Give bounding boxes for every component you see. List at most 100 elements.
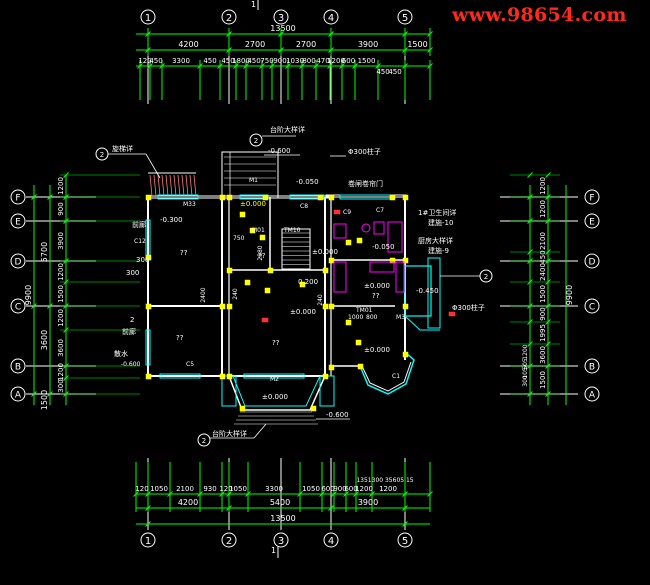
grid-bubble-5	[397, 9, 413, 25]
structural-column	[226, 373, 233, 380]
grid-bubble-C	[584, 298, 600, 314]
bath-detail-label: 1#卫生间详	[418, 208, 456, 217]
dim-bottom-row1: 1200	[355, 485, 373, 493]
dimension-tick	[339, 63, 345, 69]
dimension-tick	[352, 63, 358, 69]
dimension-tick	[167, 491, 173, 497]
dim-right-small: 505	[522, 358, 529, 370]
toilet	[361, 223, 371, 233]
dim-label: 750	[233, 235, 245, 242]
dimension-tick	[527, 218, 533, 224]
dim-top-row1: 1500	[407, 40, 427, 49]
dimension-tick	[63, 172, 69, 178]
grid-axis-label: A	[15, 391, 22, 401]
structural-column	[264, 287, 271, 294]
grid-axis-label: F	[15, 194, 20, 204]
dim-top-row2: 470	[316, 57, 329, 65]
dimension-tick	[375, 63, 381, 69]
room-hall-label: 前廊	[132, 220, 146, 229]
grid-bubble-F	[10, 189, 26, 205]
spiral-tread	[161, 174, 165, 197]
structural-column	[402, 257, 409, 264]
dimension-tick	[197, 491, 203, 497]
dimension-tick	[63, 327, 69, 333]
dim-right-row: 2400	[539, 263, 547, 281]
grid-bubble-3	[273, 9, 289, 25]
spiral-tread	[157, 174, 161, 197]
structural-column	[145, 373, 152, 380]
dim-bottom-row2: 5400	[270, 498, 290, 507]
dimension-tick	[402, 505, 408, 511]
grid-bubble-1	[140, 9, 156, 25]
dimension-tick	[63, 258, 69, 264]
spiral-tread	[185, 174, 189, 197]
bath-tub	[333, 223, 347, 239]
section-mark-bottom: 1	[271, 546, 276, 555]
grid-axis-label: E	[15, 218, 21, 228]
dimension-tick	[402, 491, 408, 497]
red-mark	[261, 317, 269, 323]
structural-column	[355, 339, 362, 346]
dim-top-total: 13500	[270, 24, 295, 33]
dimension-tick	[527, 391, 533, 397]
detail-bubble	[197, 433, 211, 447]
right-bay-bottom	[404, 315, 440, 331]
dimension-tick	[137, 63, 143, 69]
bay-window-right	[359, 351, 415, 395]
structural-column	[310, 405, 317, 412]
dimension-tick	[63, 303, 69, 309]
garage-door-label: 卷闸卷帘门	[348, 179, 383, 188]
leader	[145, 153, 161, 179]
dimension-tick	[47, 391, 53, 397]
dim-top-row2: 3300	[172, 57, 190, 65]
dimension-tick	[527, 258, 533, 264]
dim-left-row2: 1200	[57, 263, 65, 281]
dimension-tick	[47, 303, 53, 309]
dim-label: 1000	[348, 314, 363, 321]
dim-top-row2: 450	[221, 57, 234, 65]
porch-label: 前廊	[122, 327, 136, 336]
dim-bottom-row2: 4200	[178, 498, 198, 507]
dimension-tick	[527, 172, 533, 178]
structural-column	[239, 211, 246, 218]
dim-left-row1: 3600	[40, 330, 49, 350]
section-mark-top: 1	[251, 0, 256, 9]
dim-label: 300	[126, 269, 139, 277]
grid-bubble-C	[10, 298, 26, 314]
bath-counter	[387, 221, 403, 253]
dimension-tick	[219, 491, 225, 497]
window	[243, 373, 305, 379]
dim-left-row2: 3900	[57, 232, 65, 250]
level-mark: -0.600	[121, 361, 141, 368]
dim-bottom-row1: 600	[321, 485, 334, 493]
structural-column	[219, 303, 226, 310]
dim-right-small: 300	[522, 375, 529, 387]
dimension-tick	[47, 194, 53, 200]
dimension-tick	[259, 63, 265, 69]
dim-top-row2: 450	[247, 57, 260, 65]
structural-column	[145, 254, 152, 261]
door-tag: M3	[396, 314, 405, 321]
dimension-tick	[145, 31, 151, 37]
dimension-tick	[402, 47, 408, 53]
grid-axis-label: 3	[278, 536, 284, 547]
dimension-tick	[427, 47, 433, 53]
dim-top-row2: 750	[260, 57, 273, 65]
structural-column	[328, 364, 335, 371]
grid-bubble-4	[323, 9, 339, 25]
dimension-tick	[545, 363, 551, 369]
kitchen-counter	[333, 261, 347, 293]
structural-column	[328, 257, 335, 264]
spiral-tread	[189, 174, 193, 197]
spiral-tread	[173, 174, 177, 197]
front-porch-inner	[232, 375, 321, 407]
level-mark: 0.200	[298, 278, 318, 286]
structural-column	[244, 279, 251, 286]
dim-top-row2: 900	[273, 57, 286, 65]
dim-right-row: 450	[539, 250, 547, 263]
dimension-tick	[133, 491, 139, 497]
grid-axis-label: C	[589, 303, 595, 313]
structural-column	[219, 373, 226, 380]
spiral-tread	[181, 174, 185, 197]
dimension-tick	[402, 521, 408, 527]
